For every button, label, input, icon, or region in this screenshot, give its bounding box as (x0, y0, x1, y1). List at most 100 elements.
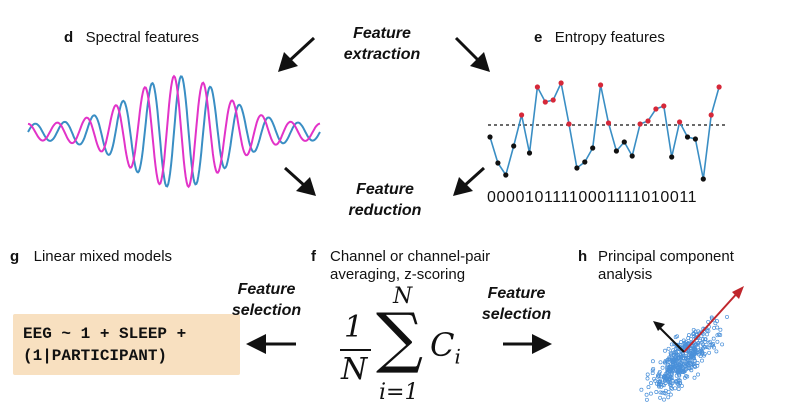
feature-selection-right-label: Feature selection (474, 283, 559, 325)
pca-point (691, 349, 695, 354)
equation-lower-limit: i=1 (379, 380, 419, 405)
pca-point (720, 342, 725, 347)
pca-major-axis-arrow (683, 286, 744, 353)
pca-point (692, 375, 697, 380)
pca-point (658, 379, 663, 384)
equation-numerator: 1 (344, 310, 364, 345)
pca-point (658, 374, 663, 379)
pca-point (659, 384, 664, 389)
pca-point (687, 365, 692, 370)
entropy-point (550, 97, 556, 103)
pca-point (668, 386, 673, 390)
entropy-binary-string: 00001011110001111010011 (487, 189, 698, 206)
entropy-point (669, 154, 675, 160)
pca-point (666, 389, 671, 394)
pca-point (644, 397, 649, 402)
pca-point (658, 390, 663, 395)
entropy-point (637, 121, 643, 127)
pca-point (669, 371, 674, 376)
pca-point (686, 336, 691, 341)
pca-point (699, 340, 704, 345)
arrow-selection-right (503, 334, 552, 354)
pca-point (692, 344, 697, 349)
panel-h-title-line2: analysis (598, 266, 653, 283)
pca-point (644, 392, 649, 397)
feature-selection-left-line1: Feature (237, 281, 296, 298)
entropy-point (526, 150, 533, 156)
pca-point (667, 355, 672, 360)
panel-f-header: f (311, 248, 316, 266)
pca-point (679, 383, 684, 388)
arrow-to-spectral (278, 36, 316, 72)
panel-d-title: Spectral features (85, 29, 200, 46)
pca-point (700, 350, 705, 355)
entropy-point (503, 172, 509, 178)
pca-point (711, 342, 716, 346)
pca-point (712, 325, 717, 330)
pca-point (685, 374, 690, 379)
arrow-to-entropy (454, 36, 490, 72)
pca-point (667, 357, 672, 362)
pca-point (672, 349, 677, 354)
pca-point (693, 346, 698, 351)
panel-h-header: h (578, 248, 587, 266)
pca-point (715, 319, 719, 324)
pca-point (667, 380, 672, 385)
entropy-point (708, 112, 714, 118)
entropy-point (692, 136, 698, 142)
equation-denominator: N (341, 352, 368, 387)
pca-point (696, 372, 700, 377)
lmm-formula-box: EEG ~ 1 + SLEEP + (1|PARTICIPANT) (13, 314, 240, 375)
equation-sum-symbol: ∑ (376, 299, 424, 376)
entropy-point (542, 99, 548, 105)
equation-fraction-bar (340, 349, 371, 351)
entropy-point (629, 153, 635, 159)
pca-point (675, 334, 680, 339)
pca-point (702, 353, 706, 358)
pca-point (688, 350, 693, 355)
pca-point (691, 361, 696, 366)
pca-point (705, 345, 710, 350)
pca-point (650, 359, 655, 364)
pca-point (695, 341, 700, 346)
feature-selection-right-line2: selection (481, 306, 552, 323)
entropy-point (661, 103, 667, 109)
entropy-point (645, 118, 651, 124)
pca-point (646, 385, 651, 390)
entropy-point (590, 145, 596, 151)
entropy-point (684, 134, 691, 140)
pca-point (679, 340, 683, 344)
panel-e-letter: e (534, 29, 543, 46)
pca-point (662, 390, 667, 395)
pca-scatter (639, 286, 744, 402)
feature-reduction-line1: Feature (356, 181, 414, 198)
pca-point (652, 376, 657, 381)
equation-term: Ci (430, 326, 461, 368)
pca-point (669, 351, 674, 356)
spectral-wave-magenta (27, 74, 321, 189)
lmm-formula-line2: (1|PARTICIPANT) (23, 347, 168, 365)
pca-point (706, 319, 711, 324)
pca-point (703, 337, 707, 342)
pca-point (656, 374, 660, 379)
entropy-point (519, 112, 525, 118)
pca-point (699, 334, 704, 339)
pca-point (673, 360, 678, 365)
equation-term-subscript: i (454, 344, 461, 369)
pca-point (670, 360, 675, 365)
pca-point (695, 361, 700, 365)
feature-extraction-label: Feature extraction (322, 23, 442, 65)
pca-point (676, 379, 681, 384)
pca-point (695, 350, 700, 355)
pca-point (645, 372, 650, 377)
pca-point (708, 339, 713, 344)
pca-point (660, 365, 665, 370)
pca-point (689, 353, 694, 358)
pca-point (674, 379, 679, 383)
panel-g-header: g Linear mixed models (10, 248, 172, 266)
entropy-point (566, 121, 572, 127)
panel-g-title: Linear mixed models (33, 248, 173, 265)
lmm-formula-line1: EEG ~ 1 + SLEEP + (23, 325, 187, 343)
pca-point (684, 367, 689, 372)
